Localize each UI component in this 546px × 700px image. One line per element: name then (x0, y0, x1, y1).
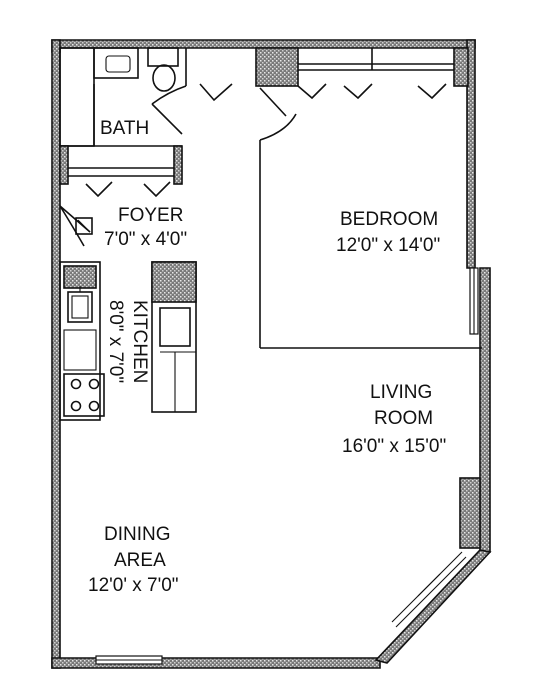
windows (95, 267, 479, 665)
burner-icon (70, 400, 82, 412)
kitchen-sink-basin-icon (71, 295, 89, 319)
closet-wall-right (173, 145, 183, 185)
entry-fixture-icon (75, 217, 93, 235)
dining-label-line2: AREA (114, 550, 166, 571)
wardrobe-door-swing (297, 83, 327, 100)
bath-label: BATH (100, 118, 149, 139)
bedroom-walls (199, 47, 482, 349)
bedroom-door-swing (259, 87, 297, 141)
toilet-icon (152, 64, 176, 92)
burner-icon (70, 378, 82, 390)
bath-tub (59, 47, 95, 147)
closet-door-swing-right (143, 181, 171, 198)
wardrobe-door-swing (343, 83, 373, 100)
kitchen-label: KITCHEN (129, 300, 150, 383)
living-label-line1: LIVING (370, 382, 432, 403)
bedroom-corner-pillar (255, 47, 299, 87)
bedroom-closet-door-swing (199, 83, 233, 102)
right-wall-column (459, 477, 481, 549)
wardrobe-door-swing (417, 83, 447, 100)
bath-fixtures (59, 47, 187, 147)
bedroom-label: BEDROOM (340, 209, 438, 230)
diagonal-wall (374, 549, 492, 664)
island-top (151, 261, 197, 303)
left-wall (51, 39, 61, 669)
closet-wall-left (59, 145, 69, 185)
burner-icon (88, 400, 100, 412)
kitchen-size: 8'0" x 7'0" (105, 300, 126, 383)
room-labels: BATH FOYER 7'0" x 4'0" BEDROOM 12'0" x 1… (88, 118, 446, 596)
counter-left (59, 261, 101, 421)
closet-door-swing-left (85, 181, 113, 198)
bedroom-size: 12'0" x 14'0" (336, 235, 440, 256)
foyer-closet (59, 145, 183, 247)
kitchen-fixtures (59, 261, 197, 421)
burner-icon (88, 378, 100, 390)
living-size: 16'0" x 15'0" (342, 436, 446, 457)
stove-icon (63, 373, 105, 417)
toilet-tank-icon (147, 47, 179, 67)
right-lower-wall (479, 267, 491, 553)
dining-label-line1: DINING (104, 524, 171, 545)
bath-sink-icon (105, 55, 131, 73)
bath-counter (93, 47, 139, 79)
living-label-line2: ROOM (374, 408, 433, 429)
bath-door-swing (151, 85, 187, 135)
bedroom-corner-pillar-right (453, 47, 469, 87)
foyer-size: 7'0" x 4'0" (104, 229, 187, 250)
entry-door-swing (59, 205, 91, 247)
counter-left-top (63, 265, 97, 289)
refrigerator-icon (159, 307, 191, 347)
foyer-label: FOYER (118, 205, 183, 226)
dining-size: 12'0' x 7'0" (88, 575, 179, 596)
dishwasher-icon (63, 329, 97, 371)
